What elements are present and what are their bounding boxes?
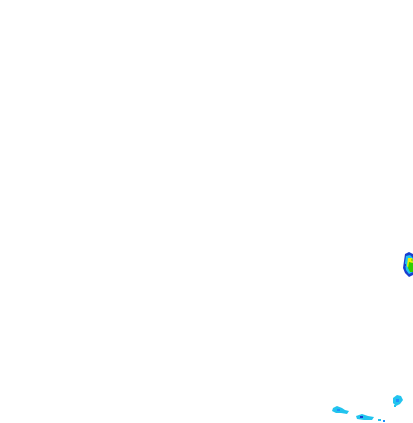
echo-speck (396, 399, 399, 402)
storm-cell-east-speck (404, 264, 406, 266)
echo-speck (360, 416, 363, 418)
storm-cell-east-core-green (408, 262, 413, 272)
echo-speck (337, 409, 340, 411)
echo-speck (394, 405, 396, 407)
echo-speck (383, 420, 385, 422)
echo-cluster-south (356, 414, 385, 422)
storm-cell-east-speck (411, 259, 413, 261)
echo-cluster-southwest (332, 406, 349, 414)
echo-speck (378, 419, 381, 421)
echo-blob (332, 406, 349, 414)
storm-cell-east (403, 252, 413, 277)
echo-cluster-southeast (393, 395, 403, 407)
echo-blob (356, 414, 374, 420)
